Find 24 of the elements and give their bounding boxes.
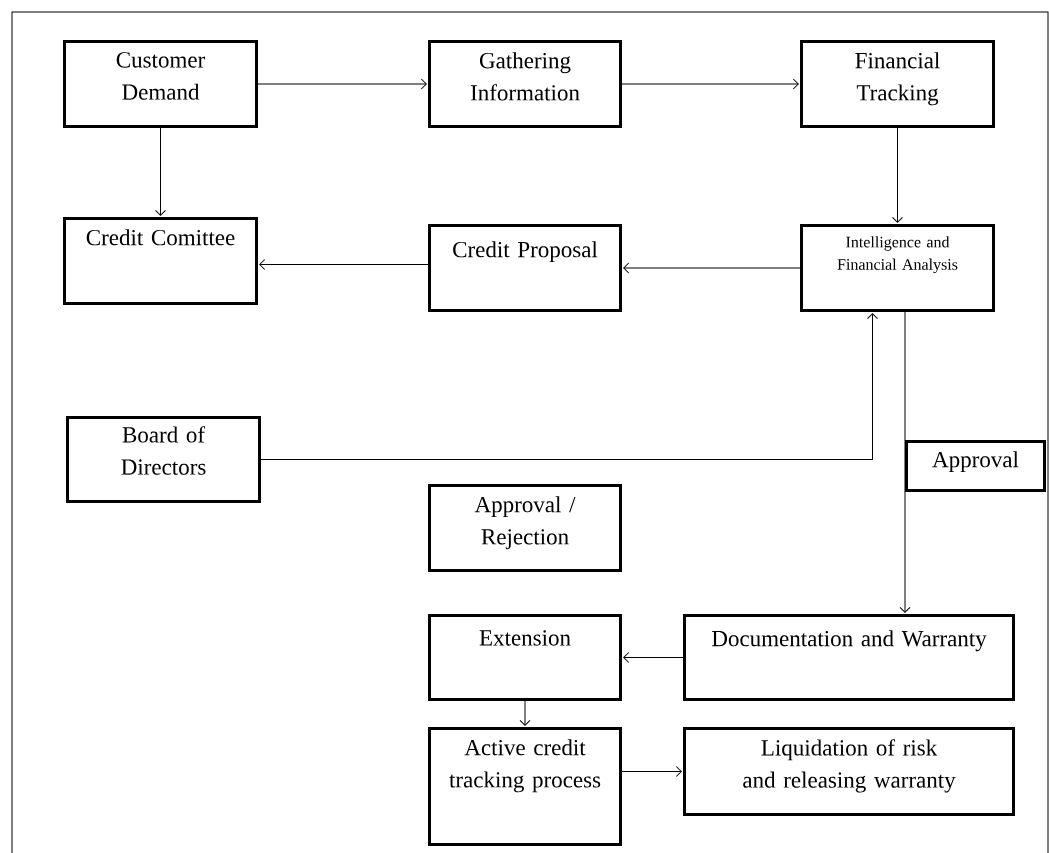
arrow bbox=[257, 78, 427, 90]
process-box: Credit Comittee bbox=[63, 217, 258, 305]
arrow bbox=[519, 700, 531, 726]
arrow bbox=[155, 127, 166, 216]
arrow bbox=[892, 127, 903, 223]
process-box: Gathering Information bbox=[428, 40, 622, 128]
process-box: Extension bbox=[428, 614, 622, 701]
arrow bbox=[621, 766, 682, 777]
process-box: Board of Directors bbox=[66, 416, 261, 503]
arrow bbox=[623, 652, 684, 663]
process-box: Active credit tracking process bbox=[428, 727, 622, 846]
arrow bbox=[259, 259, 429, 270]
process-box: Customer Demand bbox=[63, 40, 258, 128]
process-box: Documentation and Warranty bbox=[683, 614, 1015, 701]
process-box: Financial Tracking bbox=[800, 40, 995, 128]
process-box: Liquidation of risk and releasing warranty bbox=[683, 727, 1015, 816]
process-box: Intelligence and Financial Analysis bbox=[800, 224, 995, 312]
arrow bbox=[260, 313, 878, 460]
process-box: Credit Proposal bbox=[428, 224, 622, 312]
arrow bbox=[623, 262, 801, 274]
process-box: Approval / Rejection bbox=[428, 484, 622, 572]
arrow bbox=[899, 311, 911, 613]
arrow bbox=[621, 78, 799, 90]
process-box: Approval bbox=[905, 440, 1046, 492]
